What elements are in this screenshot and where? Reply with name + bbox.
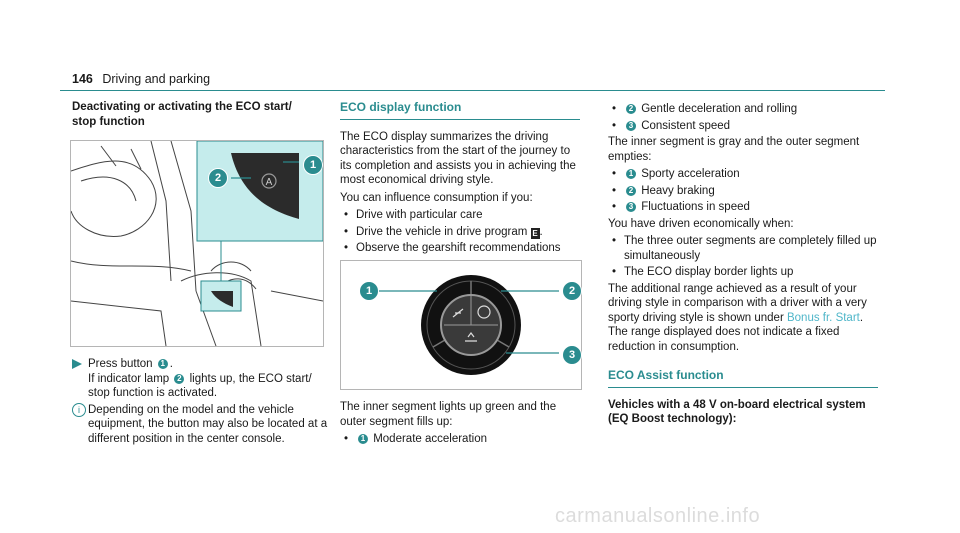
gray-item: •3 Fluctuations in speed — [612, 201, 750, 213]
econ-item: •The ECO display border lights up — [612, 266, 794, 278]
figure-callout-1: 1 — [303, 155, 323, 175]
figure-callout-2: 2 — [208, 168, 228, 188]
page-section-title: Driving and parking — [102, 72, 211, 86]
info-icon: i — [72, 402, 86, 417]
middle-column: ECO display function The ECO display sum… — [340, 100, 580, 258]
callout-badge-1: 1 — [157, 359, 168, 369]
fill-item: •3 Consistent speed — [612, 119, 731, 132]
center-console-drawing: A — [71, 141, 323, 346]
vehicles-48v-heading: Vehicles with a 48 V on-board electrical… — [608, 398, 866, 426]
eco-start-stop-heading: Deactivating or activating the ECO start… — [72, 101, 292, 128]
figure-callout-3: 3 — [562, 345, 582, 365]
gray-item: •1 Sporty acceleration — [612, 168, 740, 180]
watermark: carmanualsonline.info — [555, 505, 761, 527]
econ-item: •The three outer segments are completely… — [612, 235, 877, 262]
eco-display-title: ECO display function — [340, 100, 580, 120]
range-text: The additional range achieved as a resul… — [608, 282, 867, 353]
left-column: Deactivating or activating the ECO start… — [72, 100, 327, 129]
eco-display-figure: 1 2 3 — [340, 260, 582, 390]
callout-badge-2: 2 — [174, 373, 185, 384]
bullet-item: •Observe the gearshift recommendations — [344, 242, 561, 254]
wheel-icon — [477, 305, 491, 319]
fill-item: •1 Moderate acceleration — [344, 433, 487, 445]
step-press-button: Press button 1. If indicator lamp 2 ligh… — [72, 357, 332, 401]
step-arrow-icon — [72, 359, 82, 369]
eco-display-intro: The ECO display summarizes the driving c… — [340, 130, 576, 187]
note-block: i Depending on the model and the vehicle… — [72, 402, 332, 447]
eco-assist-title: ECO Assist function — [608, 368, 878, 388]
economical-text: You have driven economically when: — [608, 217, 794, 230]
influence-text: You can influence consumption if you: — [340, 191, 533, 204]
gray-item: •2 Heavy braking — [612, 184, 715, 197]
figure-callout-1: 1 — [359, 281, 379, 301]
figure-callout-2: 2 — [562, 281, 582, 301]
bullet-item: •Drive with particular care — [344, 209, 483, 221]
fill-item: •2 Gentle deceleration and rolling — [612, 103, 798, 115]
inner-segment-green-text: The inner segment lights up green and th… — [340, 401, 557, 428]
svg-text:A: A — [266, 177, 273, 188]
page-number: 146 — [72, 72, 93, 86]
drive-program-e-icon: E — [530, 227, 540, 239]
bullet-item: •Drive the vehicle in drive program E. — [344, 225, 543, 239]
center-console-figure: A 1 2 — [70, 140, 324, 347]
header-rule — [60, 90, 885, 91]
right-column: •2 Gentle deceleration and rolling •3 Co… — [608, 100, 878, 427]
left-instructions: Press button 1. If indicator lamp 2 ligh… — [72, 355, 332, 448]
eco-display-drawing — [379, 275, 559, 375]
inner-segment-gray-text: The inner segment is gray and the outer … — [608, 136, 860, 163]
page-header: 146 Driving and parking — [72, 72, 210, 86]
middle-lower: The inner segment lights up green and th… — [340, 400, 580, 449]
bonus-fr-start-link[interactable]: Bonus fr. Start — [786, 311, 860, 324]
